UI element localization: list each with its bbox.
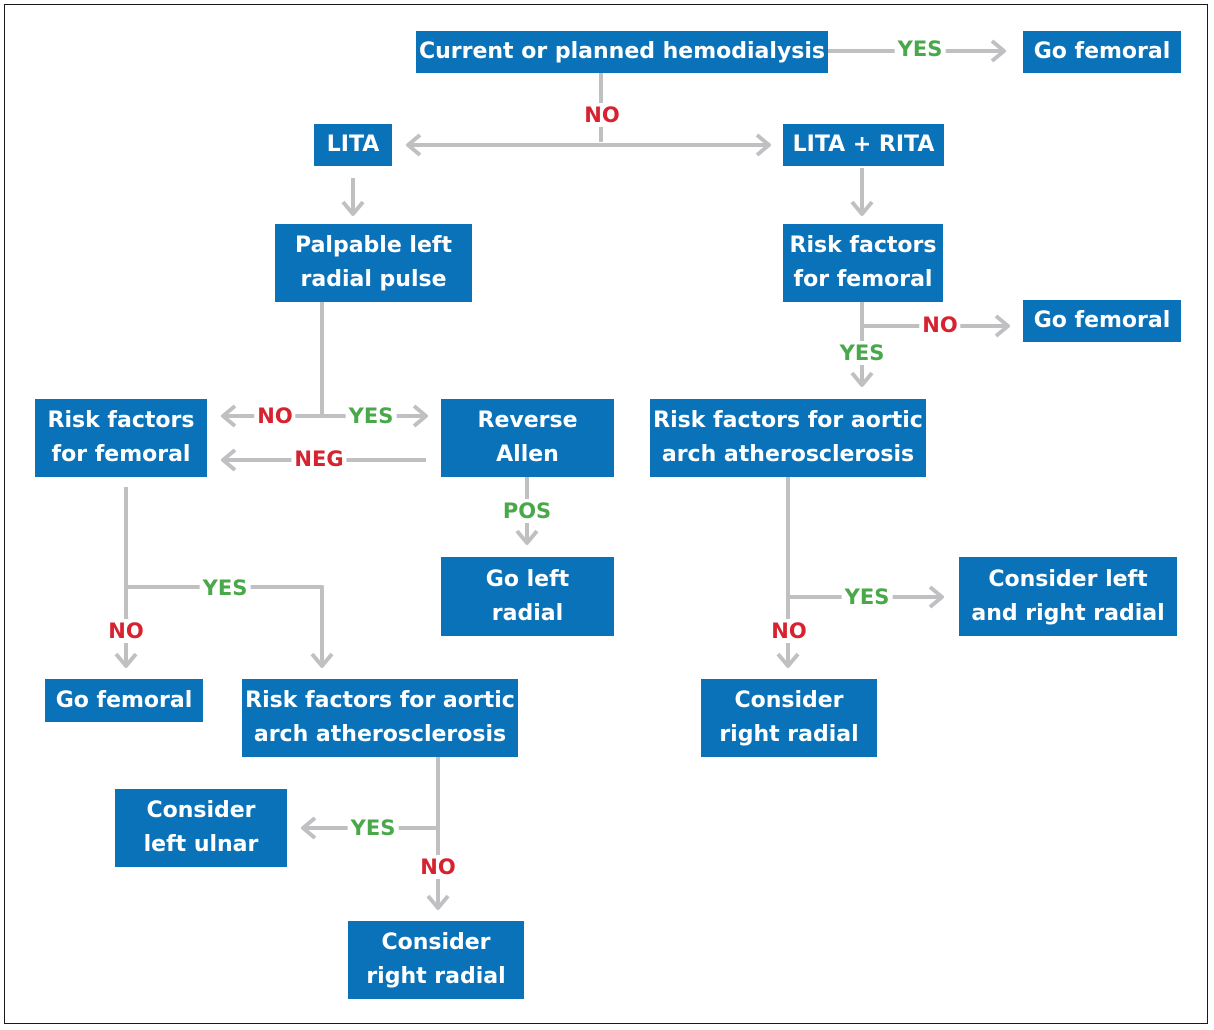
- go-left-radial-box: Go left radial: [441, 557, 614, 636]
- arrowhead: [994, 314, 1010, 338]
- go-femoral-right-box: Go femoral: [1023, 300, 1181, 342]
- femoral-left-yes-label: YES: [199, 576, 251, 600]
- femoral-left-no-label: NO: [105, 619, 147, 643]
- aortic-right-yes-label: YES: [841, 585, 893, 609]
- allen-neg-label: NEG: [291, 447, 347, 471]
- allen-pos-label: POS: [499, 499, 555, 523]
- go-femoral-top-box: Go femoral: [1023, 31, 1181, 73]
- edge-femoral-left-yes: [126, 585, 324, 664]
- hemodialysis-box: Current or planned hemodialysis: [416, 31, 828, 73]
- lita-box: LITA: [314, 124, 392, 166]
- palpable-pulse-box: Palpable left radial pulse: [275, 224, 472, 302]
- arrowhead: [928, 585, 944, 609]
- arrowhead: [850, 371, 874, 387]
- aortic-right-no-label: NO: [768, 619, 810, 643]
- arrowhead: [990, 39, 1006, 63]
- lita-rita-box: LITA + RITA: [783, 124, 944, 166]
- aortic-left-yes-label: YES: [347, 816, 399, 840]
- consider-right-radial-right-box: Consider right radial: [701, 679, 877, 757]
- reverse-allen-box: Reverse Allen: [441, 399, 614, 477]
- arrowhead: [755, 133, 771, 157]
- arrowhead: [301, 816, 317, 840]
- risk-femoral-right-box: Risk factors for femoral: [783, 224, 943, 302]
- aortic-left-no-label: NO: [417, 855, 459, 879]
- arrowhead: [850, 200, 874, 216]
- arrowhead: [412, 404, 428, 428]
- hemo-no-label: NO: [581, 103, 623, 127]
- femoral-right-yes-label: YES: [836, 341, 888, 365]
- arrowhead: [221, 404, 237, 428]
- pulse-yes-label: YES: [345, 404, 397, 428]
- arrowhead: [406, 133, 422, 157]
- arrowhead: [515, 529, 539, 545]
- risk-aortic-right-box: Risk factors for aortic arch atheroscler…: [650, 399, 926, 477]
- arrowhead: [310, 652, 334, 668]
- consider-left-right-radial-box: Consider left and right radial: [959, 557, 1177, 636]
- femoral-right-no-label: NO: [919, 313, 961, 337]
- arrowhead: [776, 652, 800, 668]
- arrowhead: [114, 652, 138, 668]
- consider-left-ulnar-box: Consider left ulnar: [115, 789, 287, 867]
- arrowhead: [426, 894, 450, 910]
- consider-right-radial-bottom-box: Consider right radial: [348, 921, 524, 999]
- risk-femoral-left-box: Risk factors for femoral: [35, 399, 207, 477]
- arrowhead: [341, 200, 365, 216]
- arrowhead: [221, 448, 237, 472]
- go-femoral-left-box: Go femoral: [45, 679, 203, 722]
- pulse-no-label: NO: [254, 404, 296, 428]
- risk-aortic-left-box: Risk factors for aortic arch atheroscler…: [242, 679, 518, 757]
- hemo-yes-label: YES: [894, 37, 946, 61]
